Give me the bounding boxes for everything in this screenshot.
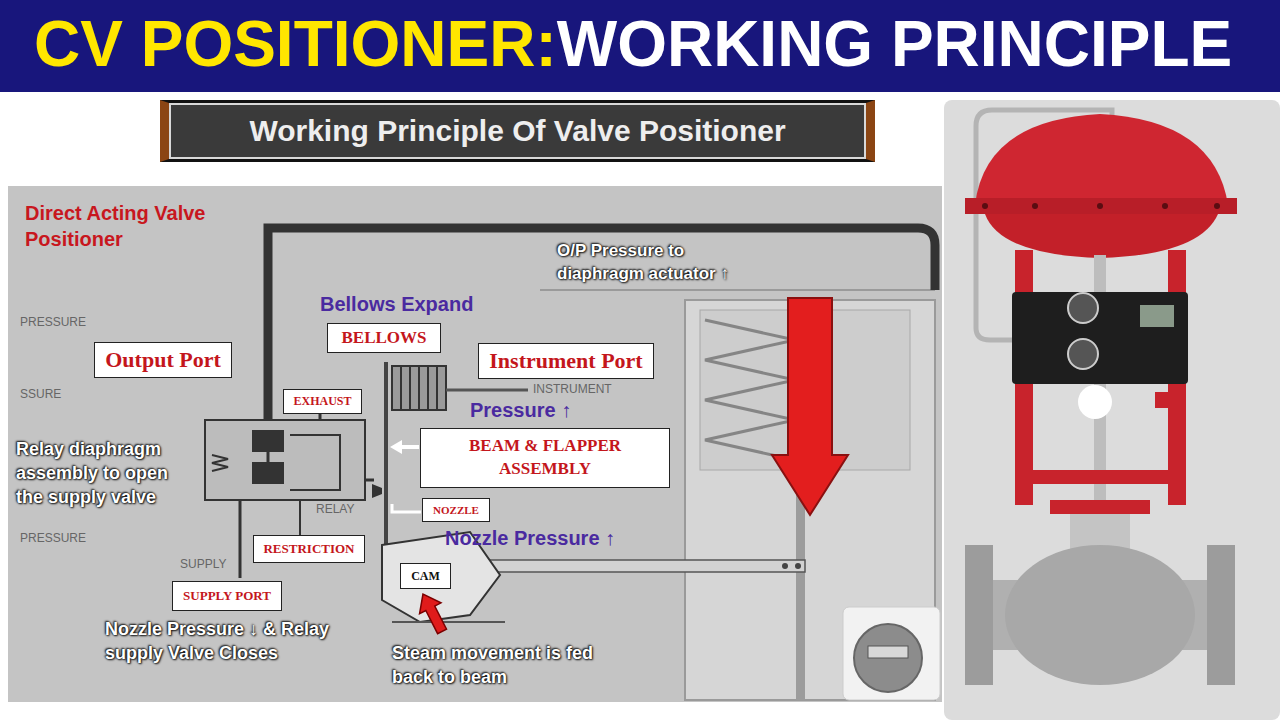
inset-frame xyxy=(843,607,940,700)
port-box: Instrument Port xyxy=(478,343,654,379)
white-dot xyxy=(1078,385,1112,419)
positioner-body xyxy=(1012,292,1188,384)
box-label: Working Principle Of Valve Positioner xyxy=(249,114,785,148)
part-box: BELLOWS xyxy=(327,323,441,353)
actuator-dome xyxy=(975,114,1228,205)
port-box: EXHAUST xyxy=(283,389,362,414)
casing-line xyxy=(540,289,935,291)
positioner-display xyxy=(1140,305,1174,327)
box-label: NOZZLE xyxy=(433,504,479,516)
relay-body xyxy=(205,420,365,500)
bolt xyxy=(1214,203,1220,209)
bolt xyxy=(1162,203,1168,209)
spring xyxy=(705,320,795,460)
bonnet-flange xyxy=(1050,500,1150,514)
valve-flange xyxy=(1207,545,1235,685)
bellows-body xyxy=(392,366,446,410)
callout-note: Steam movement is fed back to beam xyxy=(392,642,612,690)
gauge xyxy=(1068,339,1098,369)
valve-body xyxy=(1005,545,1195,685)
photo-ground xyxy=(944,100,1280,720)
pointer-shaft xyxy=(392,504,421,512)
port-box: SUPPLY PORT xyxy=(172,581,282,611)
bolt xyxy=(1032,203,1038,209)
callout-note: Relay diaphragm assembly to open the sup… xyxy=(16,438,194,510)
page-title: CV POSITIONER: xyxy=(34,12,557,76)
supply-line xyxy=(239,500,242,578)
diagram-panel xyxy=(8,186,942,702)
box-label: Output Port xyxy=(105,347,221,373)
box-label: SUPPLY PORT xyxy=(183,588,271,604)
callout-note: Nozzle Pressure ↑ xyxy=(445,527,615,550)
faded-text: PRESSURE xyxy=(20,532,86,546)
control-valve-photo xyxy=(944,100,1280,720)
valve-flange xyxy=(965,545,993,685)
faded-text: INSTRUMENT xyxy=(533,383,612,397)
bonnet xyxy=(1070,514,1130,550)
nozzle-tube xyxy=(365,479,374,482)
title-band xyxy=(0,0,1280,92)
diagram-heading: Direct Acting Valve Positioner xyxy=(25,200,240,252)
bellows-pleat xyxy=(409,366,411,410)
actuator-flange xyxy=(965,198,1237,214)
gauge xyxy=(1068,293,1098,323)
callout-note: O/P Pressure to diaphragm actuator ↑ xyxy=(557,240,762,285)
feedback-arrow xyxy=(412,589,452,637)
relay xyxy=(205,414,382,578)
box-label: Instrument Port xyxy=(489,348,642,374)
box-label: CAM xyxy=(411,569,440,584)
faded-text: PRESSURE xyxy=(20,316,86,330)
terminal-disc xyxy=(854,624,922,692)
port-box: Output Port xyxy=(94,342,232,378)
bellows-pleat xyxy=(418,366,420,410)
part-box: BEAM & FLAPPER ASSEMBLY xyxy=(420,428,670,488)
faded-text: SSURE xyxy=(20,388,61,402)
arm-hole xyxy=(782,563,788,569)
output-pipe xyxy=(268,228,935,420)
box-label: RESTRICTION xyxy=(263,541,354,557)
relay-spring xyxy=(212,455,228,471)
restriction-line xyxy=(299,500,301,535)
box-label: BELLOWS xyxy=(341,328,426,348)
pressure-arrow xyxy=(772,298,848,515)
bellows-pleat xyxy=(400,366,402,410)
relay-stem xyxy=(267,452,270,462)
bellows-pleat xyxy=(427,366,429,410)
title-part: WORKING PRINCIPLE xyxy=(557,12,1233,76)
box-label: EXHAUST xyxy=(293,394,351,409)
subtitle-banner: Working Principle Of Valve Positioner xyxy=(160,100,875,162)
callout-note: Bellows Expand xyxy=(320,293,473,316)
relay-diaphragm xyxy=(252,430,284,452)
yoke-bar xyxy=(1015,470,1186,484)
relay-chamber xyxy=(290,435,340,490)
bellows-pleat xyxy=(436,366,438,410)
callout-note: Pressure ↑ xyxy=(470,399,571,422)
box-label: BEAM & FLAPPER ASSEMBLY xyxy=(431,435,659,481)
arm-hole xyxy=(795,563,801,569)
terminal-block xyxy=(868,646,908,658)
instrument-line xyxy=(446,389,528,392)
nozzle xyxy=(372,484,382,498)
bolt xyxy=(982,203,988,209)
faded-text: RELAY xyxy=(316,503,354,517)
callout-note: Nozzle Pressure ↓ & Relay supply Valve C… xyxy=(105,618,345,666)
inset-thumbnail xyxy=(843,607,940,700)
pointer-shaft xyxy=(400,445,419,449)
cam-base xyxy=(392,621,505,623)
part-box: CAM xyxy=(400,563,451,589)
exhaust-port xyxy=(319,414,322,420)
part-box: NOZZLE xyxy=(422,498,490,522)
pointer-head xyxy=(390,440,402,454)
relay-diaphragm xyxy=(252,462,284,484)
bolt xyxy=(1097,203,1103,209)
pointer-arrows xyxy=(390,440,421,512)
faded-text: SUPPLY xyxy=(180,558,226,572)
feedback-lever xyxy=(1155,392,1185,408)
feedback-arm xyxy=(480,560,805,572)
red-arrow xyxy=(412,589,452,637)
part-box: RESTRICTION xyxy=(253,535,365,563)
